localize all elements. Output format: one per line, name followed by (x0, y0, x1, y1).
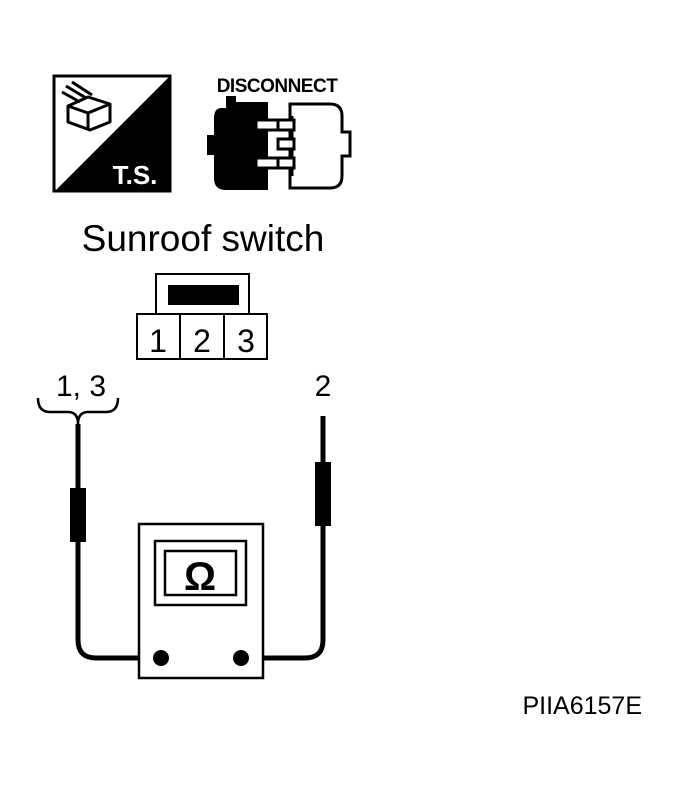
connector-pin-3: 3 (237, 323, 255, 359)
meter-terminal-right (233, 650, 249, 666)
disconnect-icon: DISCONNECT (207, 76, 352, 190)
right-probe-label: 2 (315, 370, 332, 403)
connector-box-icon (61, 80, 112, 132)
diagram-title: Sunroof switch (82, 218, 325, 259)
ohmmeter: Ω (137, 522, 265, 680)
left-test-probe (70, 424, 160, 661)
connector-pin-2: 2 (193, 323, 211, 359)
connector-pin-1: 1 (149, 323, 167, 359)
ts-label: T.S. (113, 160, 158, 190)
left-probe-label: 1, 3 (56, 370, 106, 403)
right-test-probe (242, 416, 331, 661)
switch-connector: 1 2 3 (136, 273, 268, 360)
trouble-shooting-icon: T.S. (52, 74, 172, 193)
figure-id: PIIA6157E (522, 692, 642, 720)
ohm-symbol: Ω (184, 555, 216, 599)
meter-terminal-left (153, 650, 169, 666)
disconnect-label: DISCONNECT (217, 76, 339, 97)
